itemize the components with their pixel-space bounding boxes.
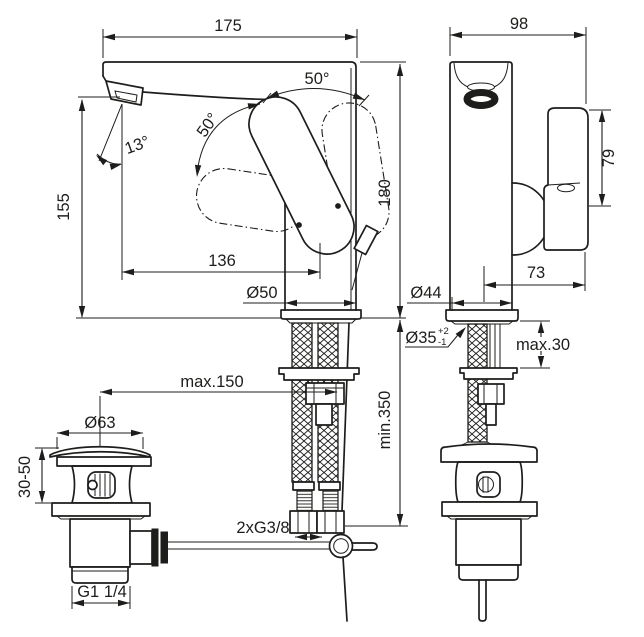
base-flange-side [280,309,362,320]
mounting-stack-front [452,323,518,448]
mounting-plate-front [459,367,518,380]
label-handle-length: 79 [600,149,618,167]
label-handle-reach: 73 [527,264,545,282]
dim-drain-diameter: Ø63 [56,396,144,449]
drain-screw-front [476,471,501,498]
supply-hoses-side [278,322,360,539]
dim-handle-reach: 73 [483,252,586,302]
handle-screw-dot [335,203,341,209]
drain-assembly-side [49,445,168,584]
dim-spout-angle: 13° [96,103,152,280]
label-hole-diameter: Ø35 [405,329,436,347]
dim-swivel-angle: 50° [262,70,370,107]
drain-pin [478,579,487,622]
drain-tailpiece [71,566,129,584]
label-drain-diameter: Ø63 [84,414,115,432]
aerator-front [463,89,499,109]
label-overall-width-front: 98 [510,15,528,33]
label-base-diameter-side: Ø50 [246,284,277,302]
mounting-nut-front [477,383,505,426]
dim-clamp-range: 30-50 [16,447,59,504]
drain-cap [49,445,151,458]
label-base-diameter-front: Ø44 [410,284,441,302]
drain-side-port [129,528,168,567]
dim-deck-thickness: max.30 [516,320,570,369]
label-hole-tol-plus: +2 [438,326,449,337]
drain-flange-top [440,443,538,463]
hose-fittings [289,481,345,534]
dim-drain-thread: G1 1/4 [71,583,131,609]
dim-spout-reach: 136 [122,243,321,279]
dim-spout-height: 155 [55,96,281,319]
label-hole-tol-minus: -1 [438,337,446,348]
label-swivel-angle: 50° [305,70,330,88]
rod-ball-joint [328,533,354,559]
popup-rod-side [351,224,379,291]
label-hose-length: min.350 [376,391,394,450]
dim-total-height: 180 [360,61,406,319]
drain-assembly-front [440,443,538,622]
handle-screw-front [557,183,575,193]
dim-base-diameter-front: Ø44 [407,284,513,311]
base-flange-front [445,309,519,322]
label-clamp-range: 30-50 [16,456,34,498]
label-spout-height: 155 [55,193,73,221]
dim-overall-width-side: 175 [102,17,358,58]
label-spout-reach: 136 [208,252,236,270]
dim-base-diameter-side: Ø50 [243,284,357,311]
handle-front [543,107,589,251]
label-deck-thickness: max.30 [516,336,570,354]
label-spout-angle: 13° [122,133,152,158]
dim-rod-reach: max.150 [100,373,337,396]
mounting-plate-side [278,367,360,381]
aerator-side [105,80,144,106]
dim-overall-width-front: 98 [449,15,587,104]
side-view: 175 155 13° 50° 50° [16,17,408,622]
drain-clamp-screw [87,471,116,499]
popup-linkage [167,533,378,622]
handle-side [248,96,355,255]
label-overall-width-side: 175 [214,17,242,35]
handle-screw-dot [296,222,302,228]
label-lift-angle: 50° [193,110,222,141]
label-rod-reach: max.150 [180,373,243,391]
label-hose-thread: 2xG3/8 [236,519,289,537]
dim-hose-length: min.350 [345,320,408,527]
dim-hole-diameter: Ø35 +2 -1 [405,326,466,348]
label-drain-thread: G1 1/4 [77,583,127,601]
dim-handle-length: 79 [589,109,618,207]
dim-hose-thread: 2xG3/8 [236,519,322,541]
popup-knob [353,224,379,256]
front-view: 98 79 73 Ø44 Ø35 +2 -1 [405,15,618,622]
label-total-height: 180 [376,179,394,207]
